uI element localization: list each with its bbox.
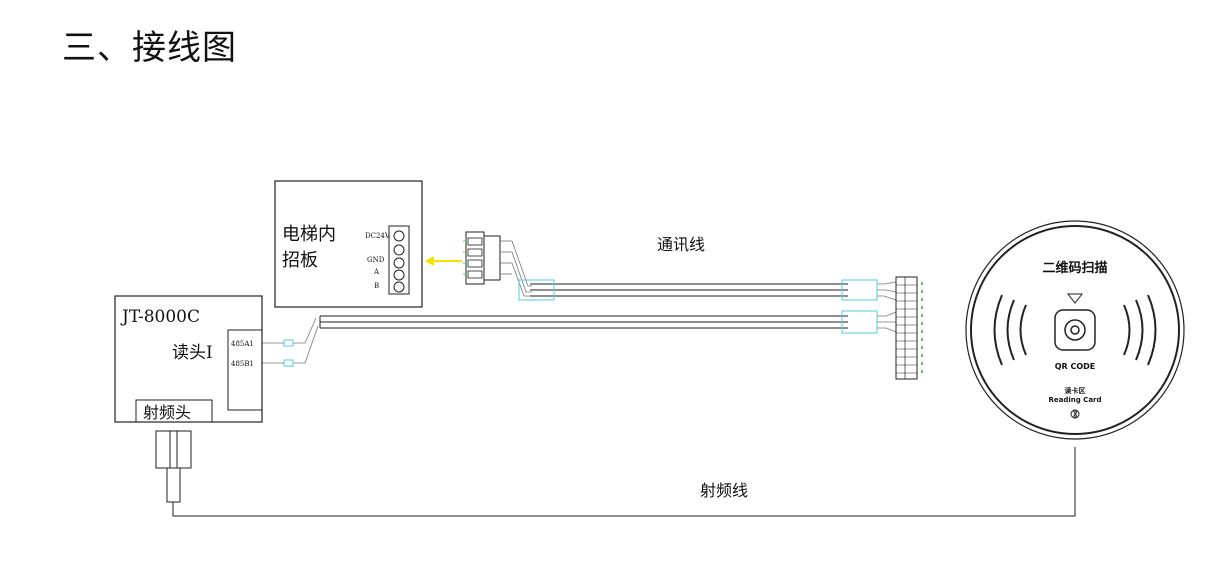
rf-cable-label: 射频线 xyxy=(700,481,748,500)
board-outline xyxy=(274,180,423,308)
terminal-hole xyxy=(393,244,405,256)
board-pin-dc24v: DC24V xyxy=(365,232,391,240)
reader-cable xyxy=(262,310,897,367)
rf-head-label: 射频头 xyxy=(143,403,191,422)
connect-arrow xyxy=(425,256,462,266)
scan-window xyxy=(1054,309,1096,351)
wave-icon xyxy=(1135,299,1144,361)
four-pin-plug xyxy=(463,231,532,297)
controller-pin-485b1: 485B1 xyxy=(231,360,254,368)
terminal-hole xyxy=(393,269,405,281)
wave-icon xyxy=(1123,304,1131,356)
board-name-line2: 招板 xyxy=(282,250,318,271)
page-title: 三、接线图 xyxy=(62,28,237,68)
controller-pin-485a1: 485A1 xyxy=(231,340,254,348)
rf-cable: 射频线 xyxy=(172,447,1076,517)
pin-sleeve xyxy=(283,359,294,367)
terminal-hole xyxy=(393,257,405,269)
comm-highlight-left xyxy=(518,279,555,301)
board-pin-b: B xyxy=(374,282,379,290)
comm-cable: 通讯线 xyxy=(518,235,897,301)
reader-port-label: 读头I xyxy=(172,343,213,363)
terminal-hole xyxy=(393,281,405,293)
wave-icon xyxy=(1019,304,1027,356)
reading-card-en: Reading Card xyxy=(1048,396,1101,404)
reader-inner-ring xyxy=(970,225,1180,435)
board-terminal-block xyxy=(388,225,410,295)
qr-code-label: QR CODE xyxy=(1055,362,1096,371)
comm-cable-label: 通讯线 xyxy=(657,235,705,254)
reading-card-cn: 读卡区 xyxy=(1065,386,1086,395)
reader-connector xyxy=(895,276,923,380)
rf-connector xyxy=(155,430,192,503)
qr-reader: 二维码扫描 QR CODE 读卡区 Reading Card xyxy=(965,220,1185,440)
board-name-line1: 电梯内 xyxy=(282,224,336,245)
reader-outer-ring xyxy=(965,220,1185,440)
elevator-board: 电梯内 招板 DC24V GND A B xyxy=(274,180,423,308)
controller-terminal xyxy=(227,329,263,411)
down-triangle-icon xyxy=(1066,293,1084,304)
controller-jt8000c: JT-8000C 读头I 485A1 485B1 射频头 xyxy=(114,295,263,423)
pin-sleeve xyxy=(283,339,294,347)
terminal-hole xyxy=(393,230,405,242)
board-pin-a: A xyxy=(373,268,380,276)
reader-top-label: 二维码扫描 xyxy=(1042,260,1107,276)
board-pin-gnd: GND xyxy=(367,256,385,264)
wave-icon xyxy=(1147,294,1157,366)
rf-head-port xyxy=(135,399,213,423)
wave-icon xyxy=(993,294,1003,366)
wave-icon xyxy=(1006,299,1015,361)
controller-model: JT-8000C xyxy=(120,307,200,327)
camera-lens-icon xyxy=(1064,319,1086,341)
